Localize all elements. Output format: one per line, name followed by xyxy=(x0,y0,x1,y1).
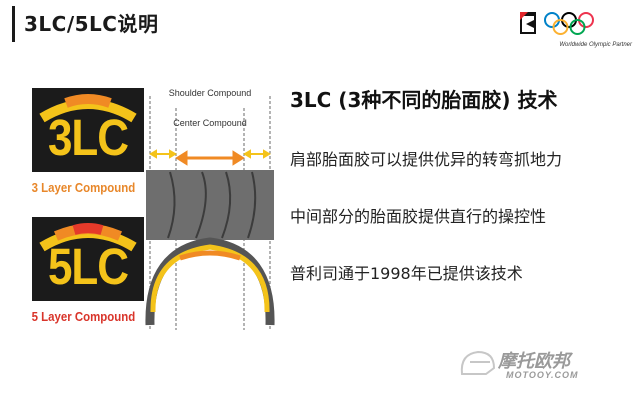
shoulder-compound-label: Shoulder Compound xyxy=(168,88,252,98)
sponsor-tagline: Worldwide Olympic Partner xyxy=(559,42,632,48)
compound-arc-3-icon xyxy=(39,94,137,123)
center-compound-label: Center Compound xyxy=(173,118,247,128)
badge-caption: 5 Layer Compound xyxy=(31,309,136,324)
sponsor-logo xyxy=(520,12,594,35)
feature-text: 普利司通于1998年已提供该技术 xyxy=(290,264,523,283)
feature-text: 中间部分的胎面胶提供直行的操控性 xyxy=(290,207,547,226)
badge-caption: 3 Layer Compound xyxy=(31,180,136,195)
watermark-sub: MOTOOY.COM xyxy=(506,370,579,380)
badge-3lc: 3LC xyxy=(32,88,144,172)
feature-text: 肩部胎面胶可以提供优异的转弯抓地力 xyxy=(290,150,563,169)
badge-5lc: 5LC xyxy=(32,217,144,301)
badge-code: 3LC xyxy=(47,110,129,167)
badge-code: 5LC xyxy=(47,239,129,296)
title-accent-bar xyxy=(12,6,15,42)
watermark-text: 摩托欧邦 xyxy=(498,351,570,372)
tire-compound-diagram: Shoulder Compound Center Compound xyxy=(140,80,280,340)
watermark-helmet-icon xyxy=(460,350,496,375)
tech-title: 3LC (3种不同的胎面胶) 技术 xyxy=(290,88,558,112)
slide-title: 3LC/5LC说明 xyxy=(24,12,159,36)
olympic-rings-icon xyxy=(544,12,594,35)
tire-section-icon xyxy=(145,96,275,330)
compound-arc-5-icon xyxy=(39,223,137,252)
bridgestone-logo-icon xyxy=(520,12,536,34)
